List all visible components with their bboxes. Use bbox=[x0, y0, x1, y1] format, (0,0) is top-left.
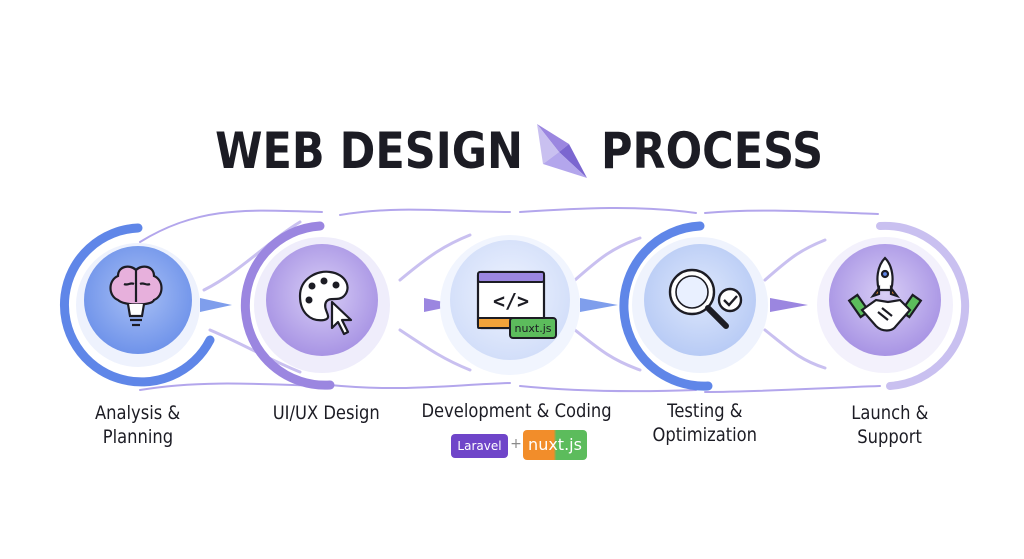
stage-development: </> nuxt.js bbox=[440, 235, 580, 375]
title-right: PROCESS bbox=[600, 122, 823, 180]
nuxt-badge: nuxt.js bbox=[523, 430, 587, 460]
laravel-badge: Laravel bbox=[451, 434, 508, 458]
nuxt-badge-label: nuxt.js bbox=[528, 435, 582, 454]
svg-text:</>: </> bbox=[493, 289, 529, 313]
page-title: WEB DESIGN PROCESS bbox=[0, 118, 1024, 184]
step-label-line: Support bbox=[857, 426, 923, 448]
step-label-line: Testing & bbox=[667, 400, 743, 422]
brain-lightbulb-icon bbox=[109, 265, 163, 327]
step-label-line: Launch & bbox=[851, 402, 929, 424]
step-label-line: Development & Coding bbox=[421, 400, 612, 422]
step-label-uiux: UI/UX Design bbox=[256, 401, 396, 425]
stage-uiux bbox=[240, 221, 390, 390]
step-label-line: Planning bbox=[102, 426, 174, 448]
step-label-line: Optimization bbox=[652, 424, 758, 446]
title-left: WEB DESIGN bbox=[214, 122, 523, 180]
code-window-icon: </> nuxt.js bbox=[476, 270, 557, 339]
icon-nuxt-badge: nuxt.js bbox=[514, 322, 551, 335]
step-label-analysis: Analysis & Planning bbox=[78, 401, 198, 449]
stage-analysis bbox=[60, 223, 215, 387]
step-label-line: UI/UX Design bbox=[272, 402, 380, 424]
palette-cursor-icon bbox=[298, 270, 353, 336]
step-label-development: Development & Coding bbox=[406, 399, 616, 423]
stage-testing bbox=[619, 221, 768, 391]
rocket-handshake-icon bbox=[847, 256, 923, 332]
laravel-badge-label: Laravel bbox=[457, 439, 502, 453]
step-label-line: Analysis & bbox=[95, 402, 181, 424]
stage-launch bbox=[817, 221, 970, 390]
tech-separator: + bbox=[510, 436, 522, 452]
magnifier-check-icon bbox=[668, 268, 743, 329]
star-logo-icon bbox=[536, 124, 587, 178]
step-label-launch: Launch & Support bbox=[830, 401, 950, 449]
step-label-testing: Testing & Optimization bbox=[630, 399, 780, 447]
